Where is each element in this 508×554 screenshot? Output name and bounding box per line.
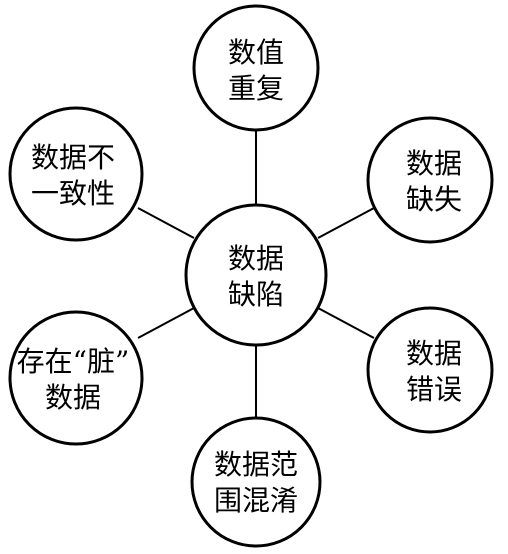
node-range-confusion-line2: 围混淆 bbox=[214, 484, 298, 517]
node-error-line2: 错误 bbox=[406, 373, 462, 406]
node-duplicate-circle bbox=[192, 4, 320, 132]
node-range-confusion-line1: 数据范 bbox=[214, 448, 298, 481]
center-label-line1: 数据 bbox=[228, 242, 284, 275]
node-dirty-line1: 存在“脏” bbox=[17, 345, 130, 378]
node-dirty-line2: 数据 bbox=[45, 381, 101, 414]
connector-missing bbox=[317, 207, 375, 239]
node-dirty: 存在“脏” 数据 bbox=[8, 310, 144, 446]
node-duplicate-line2: 重复 bbox=[228, 72, 284, 105]
node-range-confusion: 数据范 围混淆 bbox=[190, 416, 322, 548]
connector-dirty bbox=[137, 307, 195, 339]
node-error-line1: 数据 bbox=[406, 337, 462, 370]
node-duplicate-line1: 数值 bbox=[228, 36, 284, 69]
node-inconsistent-line1: 数据不 bbox=[31, 141, 115, 174]
node-missing-line1: 数据 bbox=[406, 147, 462, 180]
connectors bbox=[137, 125, 375, 420]
connector-error bbox=[317, 307, 375, 339]
node-missing: 数据 缺失 bbox=[366, 116, 494, 244]
node-error-circle bbox=[366, 306, 494, 434]
center-node: 数据 缺陷 bbox=[184, 203, 328, 347]
node-range-confusion-circle bbox=[190, 416, 322, 548]
node-error: 数据 错误 bbox=[366, 306, 494, 434]
connector-inconsistent bbox=[137, 207, 195, 239]
node-dirty-circle bbox=[8, 310, 144, 446]
node-missing-line2: 缺失 bbox=[406, 183, 462, 216]
node-inconsistent-circle bbox=[8, 106, 144, 242]
node-inconsistent-line2: 一致性 bbox=[31, 177, 115, 210]
node-duplicate: 数值 重复 bbox=[192, 4, 320, 132]
center-label-line2: 缺陷 bbox=[228, 278, 284, 311]
center-circle bbox=[184, 203, 328, 347]
node-inconsistent: 数据不 一致性 bbox=[8, 106, 144, 242]
node-missing-circle bbox=[366, 116, 494, 244]
